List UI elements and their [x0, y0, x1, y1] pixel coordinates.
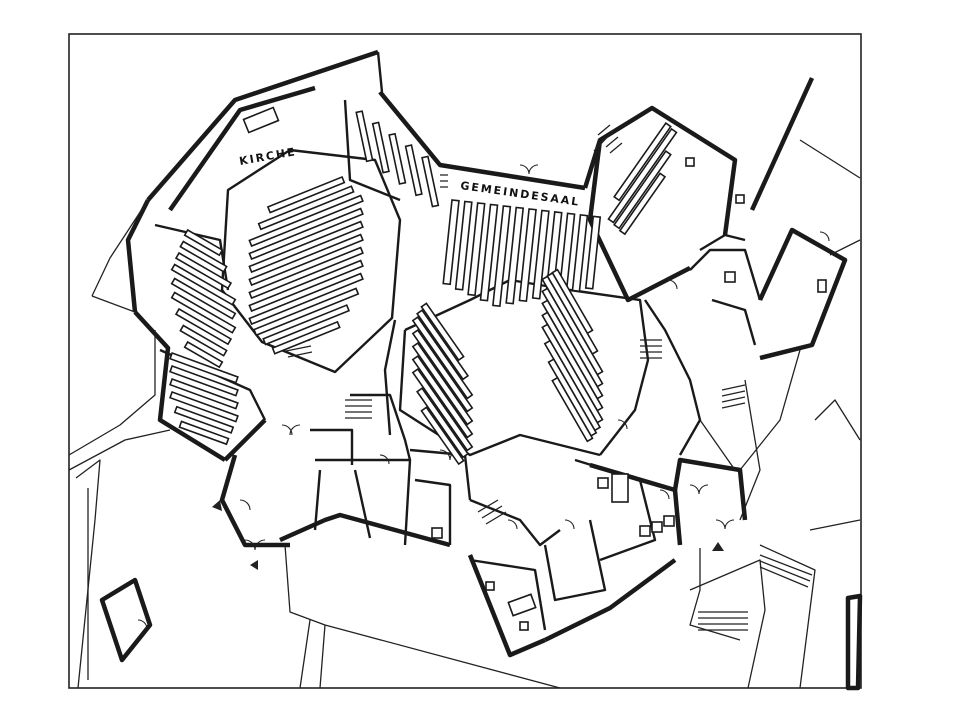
pew [183, 228, 224, 257]
pew [179, 324, 228, 357]
pew [467, 202, 486, 297]
pew [178, 420, 230, 446]
pew [266, 175, 346, 214]
furniture [242, 106, 827, 631]
hall-seating-rows [411, 122, 678, 466]
interior-walls [154, 99, 762, 631]
side-pew-rows [169, 110, 440, 446]
pew [170, 263, 237, 306]
pew [174, 307, 233, 346]
pew [248, 194, 364, 248]
pew [531, 209, 550, 300]
pew [479, 203, 499, 302]
pew [262, 304, 351, 346]
pew [492, 205, 512, 308]
door-arrows [212, 500, 724, 570]
pew [411, 367, 474, 452]
pew [169, 365, 239, 397]
pew [505, 206, 525, 305]
pew [518, 208, 537, 303]
pew [248, 233, 364, 287]
pew [420, 302, 465, 362]
pew [551, 376, 594, 443]
pew [248, 207, 364, 261]
pew [607, 127, 678, 224]
pew [584, 215, 602, 290]
pew [454, 200, 473, 291]
pew [271, 320, 341, 355]
pew [169, 352, 239, 384]
pew [183, 340, 224, 369]
stair-runs [283, 124, 813, 631]
pew [411, 315, 474, 400]
pew [248, 259, 364, 313]
pew [252, 287, 360, 337]
church-pew-rows [248, 175, 364, 355]
pew [421, 155, 440, 208]
pew [613, 150, 672, 230]
pew [388, 132, 407, 185]
outer-walls [99, 49, 863, 691]
pew [411, 341, 474, 426]
pew [170, 291, 237, 334]
pew [248, 220, 364, 274]
doors [137, 164, 830, 630]
pew [179, 240, 228, 273]
pew [571, 214, 589, 293]
pew [169, 378, 239, 410]
pew [169, 391, 239, 423]
pew [355, 110, 374, 163]
pew [411, 328, 474, 413]
pew [173, 405, 235, 434]
pew [248, 246, 364, 300]
pew [613, 122, 672, 202]
pew [371, 121, 390, 174]
pew [618, 172, 667, 236]
pew [404, 144, 423, 197]
site-outlines [68, 139, 861, 689]
pew [442, 199, 460, 286]
pew [170, 277, 237, 320]
pew [248, 272, 364, 326]
drawing-frame [68, 33, 862, 689]
pew [257, 185, 355, 231]
pew [411, 354, 474, 439]
pew [420, 406, 465, 466]
pew [416, 309, 470, 381]
pew [174, 251, 233, 290]
pew [416, 387, 470, 459]
